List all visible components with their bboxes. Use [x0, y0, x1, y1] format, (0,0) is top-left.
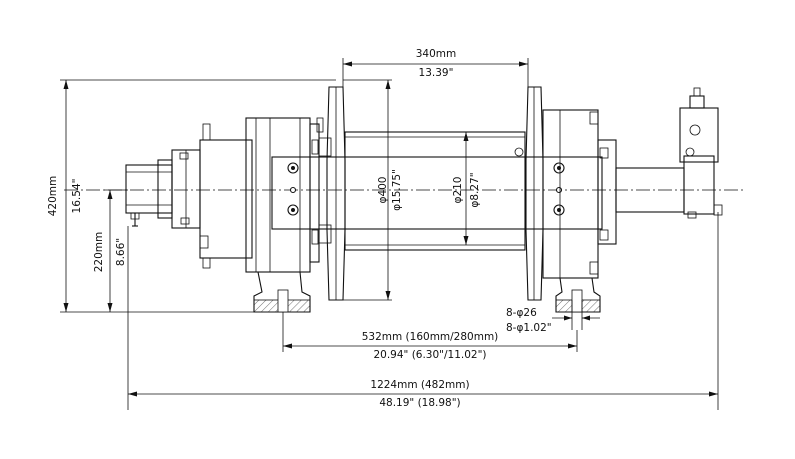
drum-diameter-metric: φ210 [452, 177, 464, 204]
shaft-valve [615, 87, 723, 219]
overall-height-metric: 420mm [47, 176, 59, 217]
mount-spacing-imperial: 20.94" (6.30"/11.02") [373, 349, 486, 361]
center-height-imperial: 8.66" [115, 238, 127, 266]
dim-flange-diameter: φ400 φ15.75" [343, 79, 403, 301]
left-flange [326, 86, 346, 301]
tie-bar [271, 156, 603, 230]
right-flange [525, 86, 544, 301]
right-support [542, 109, 617, 313]
dim-drum-diameter: φ210 φ8.27" [452, 132, 481, 245]
dim-drum-width: 340mm 13.39" [342, 48, 529, 87]
drum-width-imperial: 13.39" [419, 67, 454, 79]
overall-length-metric: 1224mm (482mm) [370, 379, 469, 391]
mount-holes-imperial: 8-φ1.02" [506, 322, 552, 334]
flange-diameter-metric: φ400 [377, 177, 389, 204]
flange-diameter-imperial: φ15.75" [391, 169, 403, 211]
dim-overall-length: 1224mm (482mm) 48.19" (18.98") [127, 212, 719, 410]
dim-mount-spacing: 532mm (160mm/280mm) 20.94" (6.30"/11.02"… [282, 312, 578, 361]
dim-mount-holes: 8-φ26 8-φ1.02" [506, 300, 600, 334]
dim-overall-height: 420mm 16.54" [47, 79, 336, 313]
drum-diameter-imperial: φ8.27" [469, 172, 481, 207]
hydraulic-motor [125, 149, 201, 229]
gear-housing [199, 117, 332, 313]
overall-length-imperial: 48.19" (18.98") [379, 397, 460, 409]
dim-center-height: 220mm 8.66" [93, 189, 128, 312]
overall-height-imperial: 16.54" [71, 179, 83, 214]
mount-holes-metric: 8-φ26 [506, 307, 537, 319]
mount-spacing-metric: 532mm (160mm/280mm) [362, 331, 499, 343]
drum-width-metric: 340mm [416, 48, 457, 60]
center-height-metric: 220mm [93, 232, 105, 273]
drum-body [344, 131, 526, 251]
